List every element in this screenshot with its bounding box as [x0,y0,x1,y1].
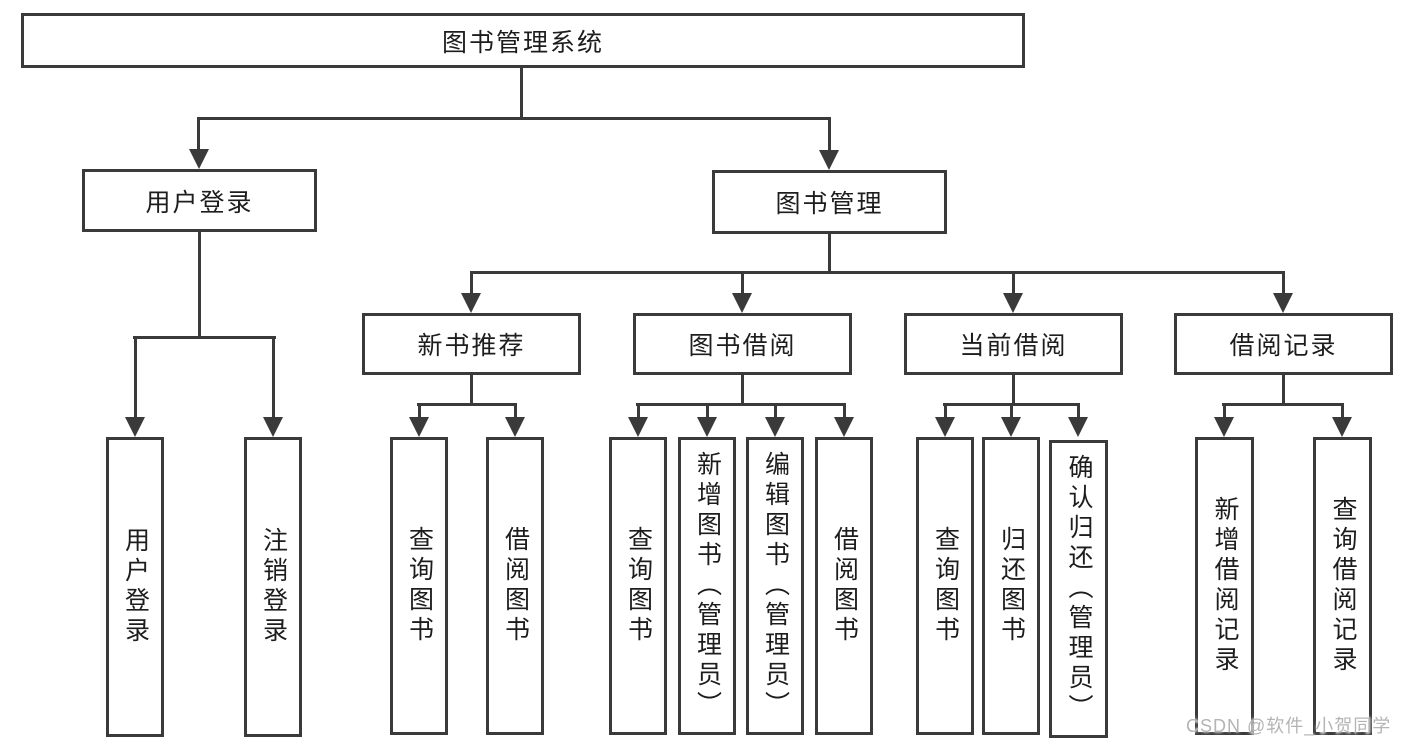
node-borrowing-records: 借阅记录 [1174,313,1393,375]
arrow-down-icon [1332,417,1352,437]
connector-bb-child4-drop [843,403,846,419]
node-leaf-cb-confirm-return-admin: 确认归还（管理员） [1049,440,1108,738]
node-user-login: 用户登录 [82,169,317,232]
node-leaf-nb-borrow-book: 借阅图书 [486,437,544,735]
node-leaf-logout-label: 注销登录 [259,527,288,647]
node-leaf-br-add-record-label: 新增借阅记录 [1211,496,1239,676]
node-leaf-br-query-record-label: 查询借阅记录 [1329,496,1357,676]
connector-bb-child1-drop [637,403,640,419]
arrow-down-icon [189,149,209,169]
connector-br-child2-drop [1341,403,1344,419]
connector-book-mgmt-stem [828,232,831,274]
node-leaf-logout: 注销登录 [244,437,302,737]
connector-current-borrow-drop [1012,271,1015,295]
arrow-down-icon [732,293,752,313]
node-leaf-br-query-record: 查询借阅记录 [1313,437,1372,735]
connector-bb-child3-drop [774,403,777,419]
node-borrowing-records-label: 借阅记录 [1229,332,1338,360]
node-leaf-bb-query-book: 查询图书 [609,437,667,735]
node-user-login-label: 用户登录 [145,188,254,217]
connector-book-borrow-drop [741,271,744,295]
arrow-down-icon [1003,293,1023,313]
node-new-book-recommend-label: 新书推荐 [417,332,526,360]
connector-nb-child1-drop [418,403,421,419]
node-leaf-bb-edit-book-admin: 编辑图书（管理员） [746,437,804,735]
connector-user-login-rail [133,336,276,339]
connector-root-rail [197,117,831,120]
node-leaf-bb-query-book-label: 查询图书 [624,526,653,646]
node-book-borrowing: 图书借阅 [633,313,852,375]
node-root-label: 图书管理系统 [441,28,604,57]
arrow-down-icon [1273,293,1293,313]
connector-nb-child2-drop [514,403,517,419]
node-new-book-recommend: 新书推荐 [362,313,581,375]
node-leaf-cb-confirm-return-admin-label: 确认归还（管理员） [1065,454,1093,724]
node-leaf-user-login-label: 用户登录 [121,527,150,647]
connector-user-login-stem [198,230,201,339]
connector-borrow-record-drop [1282,271,1285,295]
connector-new-book-drop [470,271,473,295]
node-leaf-nb-query-book-label: 查询图书 [405,526,434,646]
arrow-down-icon [263,417,283,437]
connector-borrow-record-stem [1282,373,1285,406]
connector-book-mgmt-drop [828,117,831,152]
node-leaf-bb-borrow-book: 借阅图书 [815,437,873,735]
arrow-down-icon [125,417,145,437]
node-leaf-nb-borrow-book-label: 借阅图书 [501,526,530,646]
connector-ul-child2-drop [272,336,275,419]
arrow-down-icon [697,417,717,437]
connector-new-book-stem [470,373,473,406]
connector-book-borrow-rail [636,403,846,406]
node-leaf-cb-return-book-label: 归还图书 [997,526,1026,646]
node-current-borrowing-label: 当前借阅 [959,332,1068,360]
connector-cb-child1-drop [944,403,947,419]
connector-ul-child1-drop [134,336,137,419]
node-leaf-bb-edit-book-admin-label: 编辑图书（管理员） [761,451,790,721]
csdn-watermark: CSDN @软件_小贺同学 [1186,716,1392,736]
node-leaf-user-login: 用户登录 [106,437,164,737]
connector-book-mgmt-rail [470,271,1285,274]
node-leaf-bb-add-book-admin-label: 新增图书（管理员） [693,451,722,721]
node-root: 图书管理系统 [21,13,1025,68]
arrow-down-icon [935,417,955,437]
connector-br-child1-drop [1223,403,1226,419]
node-leaf-nb-query-book: 查询图书 [390,437,448,735]
node-leaf-bb-borrow-book-label: 借阅图书 [830,526,859,646]
node-leaf-cb-return-book: 归还图书 [982,437,1040,735]
arrow-down-icon [1001,417,1021,437]
arrow-down-icon [461,293,481,313]
connector-new-book-rail [417,403,517,406]
arrow-down-icon [834,417,854,437]
node-leaf-br-add-record: 新增借阅记录 [1195,437,1254,735]
connector-user-login-drop [197,117,200,151]
connector-book-borrow-stem [741,373,744,406]
node-book-borrowing-label: 图书借阅 [688,332,797,360]
arrow-down-icon [819,150,839,170]
arrow-down-icon [765,417,785,437]
node-leaf-cb-query-book: 查询图书 [916,437,974,735]
connector-bb-child2-drop [706,403,709,419]
node-book-management-label: 图书管理 [775,190,884,218]
connector-borrow-record-rail [1222,403,1344,406]
node-current-borrowing: 当前借阅 [904,313,1123,375]
connector-cb-child2-drop [1010,403,1013,419]
connector-root-stem [520,66,523,120]
arrow-down-icon [1214,417,1234,437]
node-leaf-bb-add-book-admin: 新增图书（管理员） [678,437,736,735]
arrow-down-icon [409,417,429,437]
arrow-down-icon [505,417,525,437]
arrow-down-icon [628,417,648,437]
node-book-management: 图书管理 [712,170,947,234]
node-leaf-cb-query-book-label: 查询图书 [931,526,960,646]
arrow-down-icon [1068,417,1088,437]
connector-cb-child3-drop [1077,403,1080,419]
connector-current-borrow-stem [1012,373,1015,406]
